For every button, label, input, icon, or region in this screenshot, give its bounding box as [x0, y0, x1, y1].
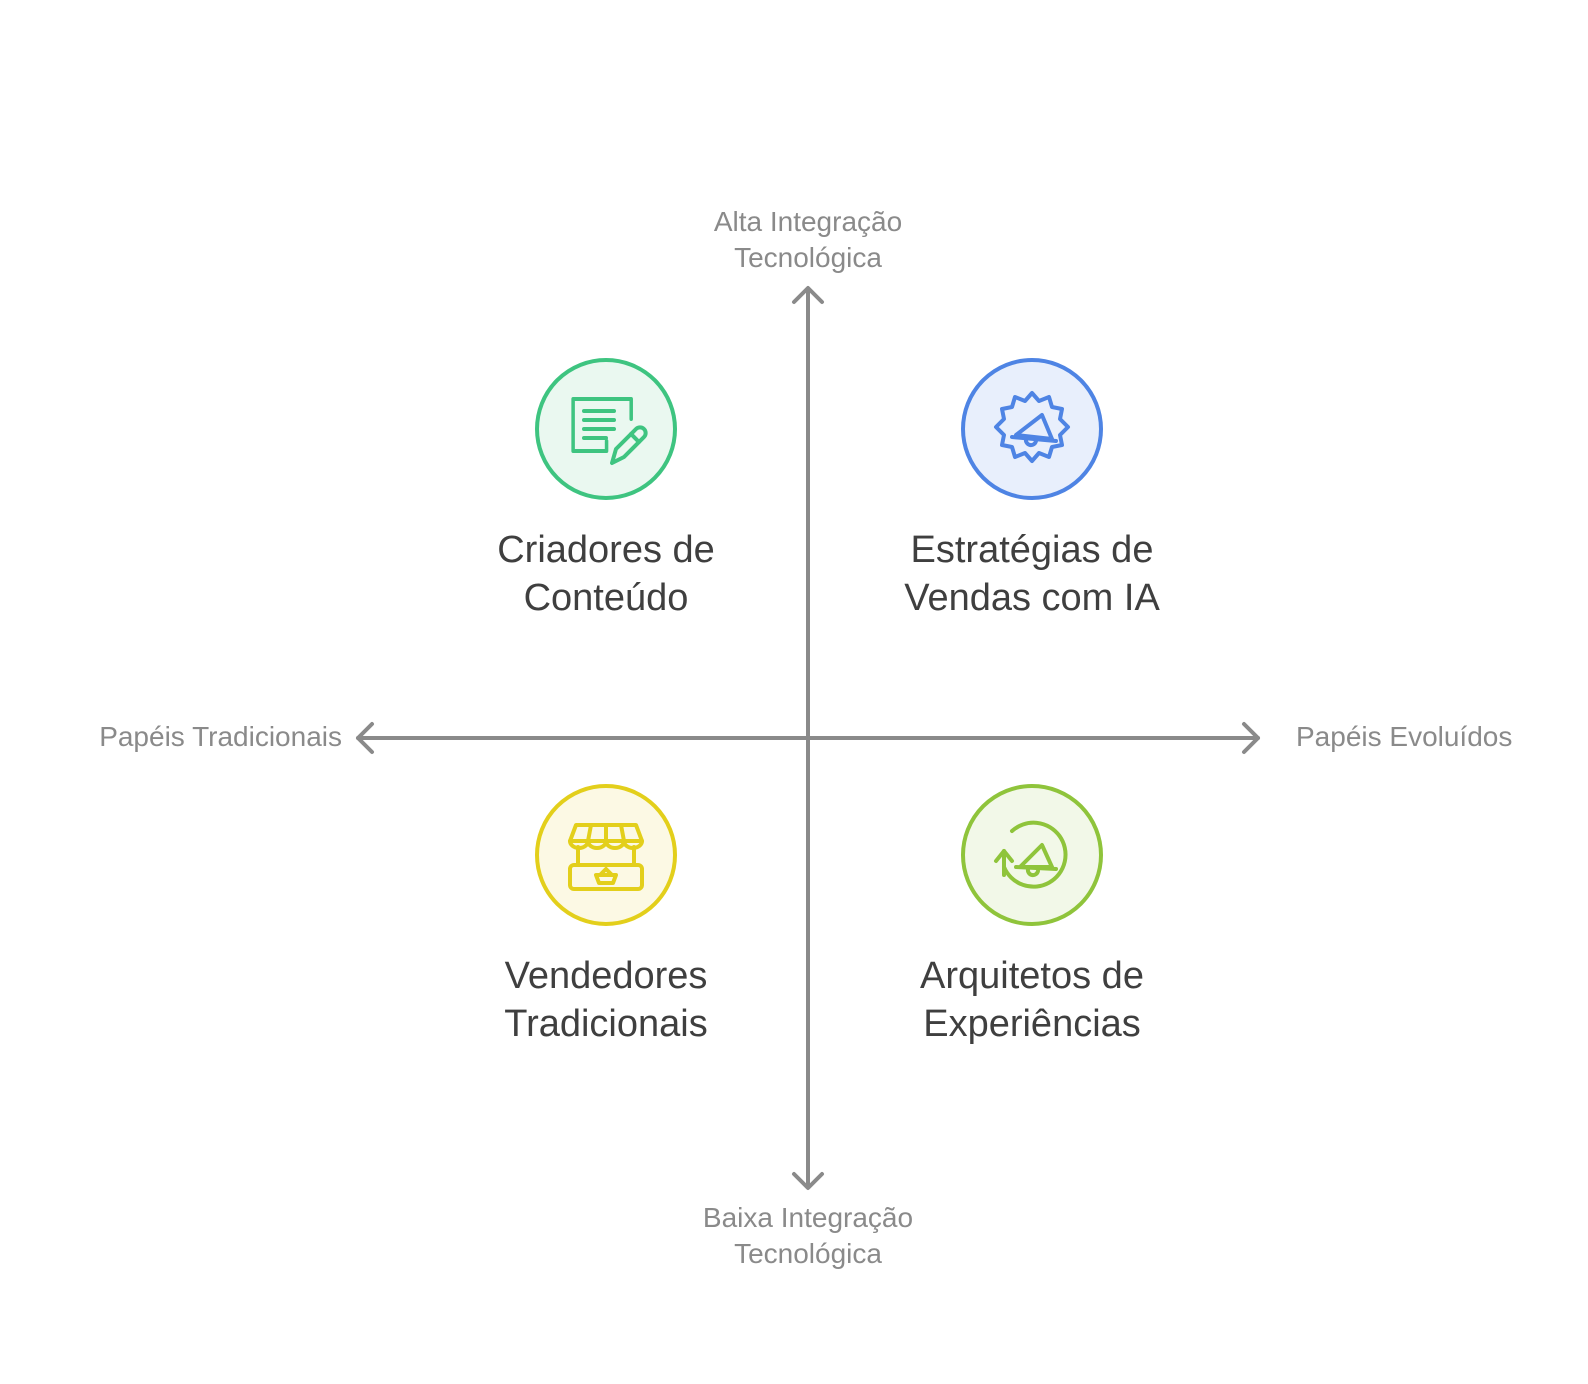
quadrant-label-bottom-right: Arquitetos de Experiências: [822, 952, 1242, 1048]
axis-label-bottom-line2: Tecnológica: [734, 1238, 882, 1269]
icon-circle-bottom-right: [961, 784, 1103, 926]
axis-label-bottom: Baixa Integração Tecnológica: [663, 1200, 953, 1272]
gear-megaphone-icon: [994, 391, 1070, 463]
axis-label-bottom-line1: Baixa Integração: [702, 1202, 914, 1233]
quadrant-bottom-right: Arquitetos de Experiências: [822, 784, 1242, 1048]
quadrant-label-top-right-line1: Estratégias de: [910, 529, 1154, 571]
arrow-up-icon: [792, 286, 824, 304]
quadrant-label-bottom-right-line1: Arquitetos de: [920, 955, 1144, 997]
quadrant-label-bottom-right-line2: Experiências: [923, 1003, 1141, 1045]
icon-circle-bottom-left: [535, 784, 677, 926]
cycle-megaphone-icon: [994, 820, 1068, 889]
arrow-right-icon: [1242, 722, 1260, 754]
icon-circle-top-left: [535, 358, 677, 500]
quadrant-label-top-left-line1: Criadores de: [497, 529, 715, 571]
quadrant-top-left: Criadores de Conteúdo: [396, 358, 816, 622]
axis-label-top-line1: Alta Integração: [713, 206, 903, 237]
axis-label-top: Alta Integração Tecnológica: [663, 204, 953, 276]
icon-circle-top-right: [961, 358, 1103, 500]
axis-label-right: Papéis Evoluídos: [1296, 721, 1513, 752]
market-stall-icon: [568, 823, 644, 891]
arrow-down-icon: [792, 1172, 824, 1190]
quadrant-label-top-left-line2: Conteúdo: [523, 577, 689, 619]
quadrant-label-bottom-left-line1: Vendedores: [504, 955, 708, 997]
quadrant-label-top-right-line2: Vendas com IA: [904, 577, 1160, 619]
quadrant-label-top-left: Criadores de Conteúdo: [396, 526, 816, 622]
quadrant-label-bottom-left-line2: Tradicionais: [504, 1003, 708, 1045]
axis-label-left: Papéis Tradicionais: [99, 721, 342, 752]
quadrant-label-bottom-left: Vendedores Tradicionais: [396, 952, 816, 1048]
arrow-left-icon: [356, 722, 374, 754]
axis-label-top-line2: Tecnológica: [734, 242, 882, 273]
document-pencil-icon: [571, 397, 648, 465]
quadrant-bottom-left: Vendedores Tradicionais: [396, 784, 816, 1048]
quadrant-label-top-right: Estratégias de Vendas com IA: [822, 526, 1242, 622]
quadrant-top-right: Estratégias de Vendas com IA: [822, 358, 1242, 622]
